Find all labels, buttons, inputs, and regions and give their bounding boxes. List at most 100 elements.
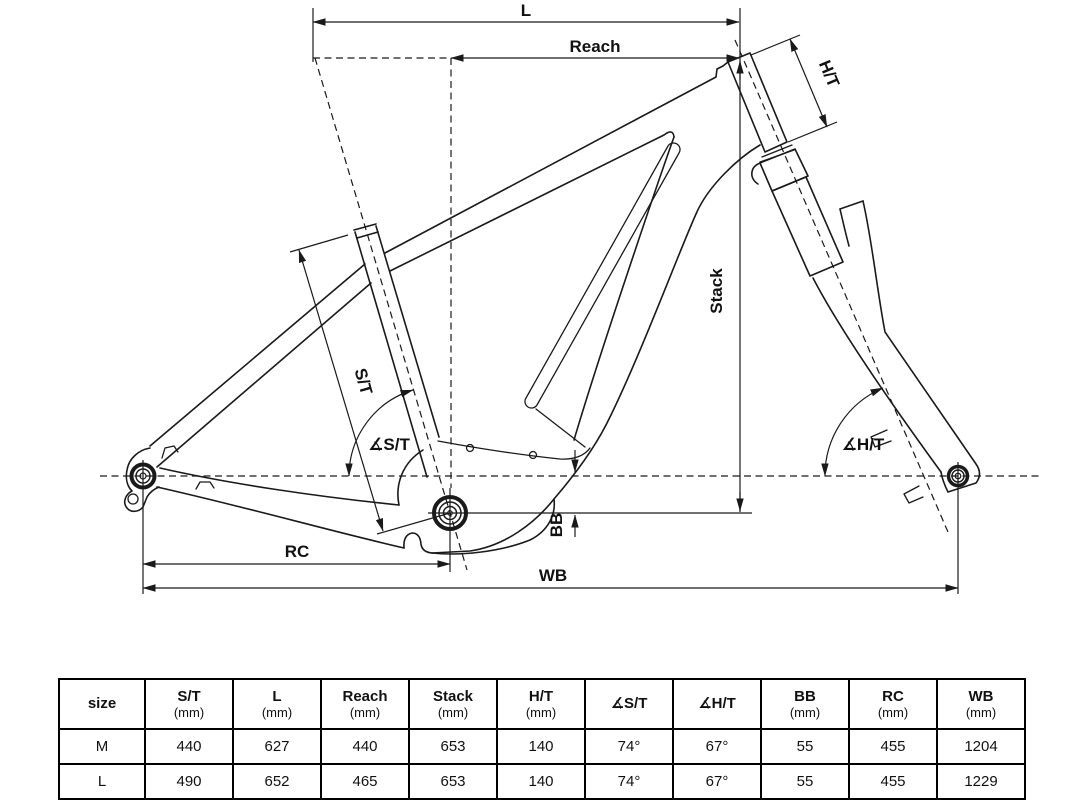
seat-tube-left-edge xyxy=(354,231,428,478)
table-cell: L xyxy=(58,763,146,800)
seat-clamp-line xyxy=(356,231,379,239)
seatstay-mount-bump xyxy=(161,445,179,459)
bottle-boss-2 xyxy=(528,450,538,460)
motor-housing-notch xyxy=(403,532,433,554)
fork-crown xyxy=(759,148,809,192)
label-angle-ht: ∡H/T xyxy=(842,435,885,454)
fork-outline xyxy=(751,144,981,504)
table-cell: 455 xyxy=(848,728,938,765)
fork-lower-right-edge xyxy=(862,200,981,493)
rear-leg-left-edge xyxy=(839,208,850,247)
rear-axle-outer xyxy=(129,462,157,490)
table-cell: 55 xyxy=(760,728,850,765)
column-header: ∡S/T xyxy=(584,678,674,730)
chainstay-mount-bump xyxy=(195,481,215,490)
table-cell: 652 xyxy=(232,763,322,800)
derailleur-hanger-hole xyxy=(127,493,139,505)
rear-axle-mid xyxy=(135,468,151,484)
table-cell: 74° xyxy=(584,728,674,765)
column-header: Reach(mm) xyxy=(320,678,410,730)
motor-housing-bottom xyxy=(431,498,556,555)
seat-tube-top-face xyxy=(353,223,377,231)
brake-mount-tab-2 xyxy=(903,485,924,504)
label-angle-st: ∡S/T xyxy=(368,435,410,454)
rear-axle-inner xyxy=(139,472,147,480)
axle-markers xyxy=(129,462,970,531)
down-tube-right-edge xyxy=(431,144,761,554)
column-header: WB(mm) xyxy=(936,678,1026,730)
chainstay-upper-edge xyxy=(159,467,400,506)
front-axle-mid xyxy=(951,469,965,483)
column-header: H/T(mm) xyxy=(496,678,586,730)
crown-left-flank xyxy=(751,162,761,185)
seat-tube-axis-dashed-line xyxy=(314,57,468,571)
bb-outer-ring xyxy=(432,495,468,531)
st-angle-arc xyxy=(345,389,414,477)
table-cell: 455 xyxy=(848,763,938,800)
battery-panel-line xyxy=(524,142,681,409)
top-tube-upper-edge xyxy=(384,61,729,254)
headset-line-1 xyxy=(761,144,793,158)
seatstay-lower-edge xyxy=(156,282,372,468)
table-cell: 627 xyxy=(232,728,322,765)
rear-dropout xyxy=(124,447,160,513)
label-reach: Reach xyxy=(569,37,620,56)
table-cell: 1229 xyxy=(936,763,1026,800)
table-cell: M xyxy=(58,728,146,765)
column-header: L(mm) xyxy=(232,678,322,730)
label-st: S/T xyxy=(351,366,377,397)
column-header: Stack(mm) xyxy=(408,678,498,730)
table-cell: 653 xyxy=(408,728,498,765)
bb-inner-ring xyxy=(442,505,458,521)
bb-mid-ring xyxy=(438,501,462,525)
column-header: size xyxy=(58,678,146,730)
label-wb: WB xyxy=(539,566,567,585)
reference-dashed-lines xyxy=(100,39,1043,571)
st-bottom-extension xyxy=(376,512,451,535)
ht-angle-arc xyxy=(821,387,884,477)
dimension-labels: L Reach H/T Stack S/T ∡S/T ∡H/T BB RC WB xyxy=(285,1,885,585)
table-cell: 653 xyxy=(408,763,498,800)
label-rc: RC xyxy=(285,542,310,561)
column-header: RC(mm) xyxy=(848,678,938,730)
dimension-lines xyxy=(142,18,959,592)
fork-lower-left-edge xyxy=(812,277,942,473)
rear-leg-top-face xyxy=(839,200,864,210)
table-cell: 440 xyxy=(144,728,234,765)
bb-center xyxy=(447,510,453,516)
frame-outline xyxy=(124,52,788,555)
table-cell: 490 xyxy=(144,763,234,800)
front-axle-inner xyxy=(954,472,962,480)
ht-top-extension xyxy=(750,34,801,56)
label-stack: Stack xyxy=(707,268,726,314)
motor-cover-seam xyxy=(437,440,591,460)
table-cell: 55 xyxy=(760,763,850,800)
front-axle-outer xyxy=(946,464,970,488)
seat-tube-right-edge xyxy=(375,225,440,438)
label-ht: H/T xyxy=(815,58,843,91)
steering-axis-dashed-line xyxy=(734,39,949,533)
table-cell: 67° xyxy=(672,763,762,800)
table-cell: 440 xyxy=(320,728,410,765)
table-cell: 140 xyxy=(496,728,586,765)
st-dimension xyxy=(298,249,384,532)
bottle-boss-1 xyxy=(465,443,475,453)
label-l: L xyxy=(521,1,531,20)
chainstay-lower-edge xyxy=(156,486,405,549)
st-top-extension xyxy=(289,234,349,253)
table-cell: 140 xyxy=(496,763,586,800)
frame-geometry-diagram: L Reach H/T Stack S/T ∡S/T ∡H/T BB RC WB xyxy=(100,1,1043,594)
extension-lines xyxy=(142,8,959,594)
column-header: S/T(mm) xyxy=(144,678,234,730)
ht-dimension xyxy=(789,38,828,128)
table-cell: 465 xyxy=(320,763,410,800)
table-cell: 1204 xyxy=(936,728,1026,765)
head-tube xyxy=(727,52,788,153)
table-cell: 74° xyxy=(584,763,674,800)
